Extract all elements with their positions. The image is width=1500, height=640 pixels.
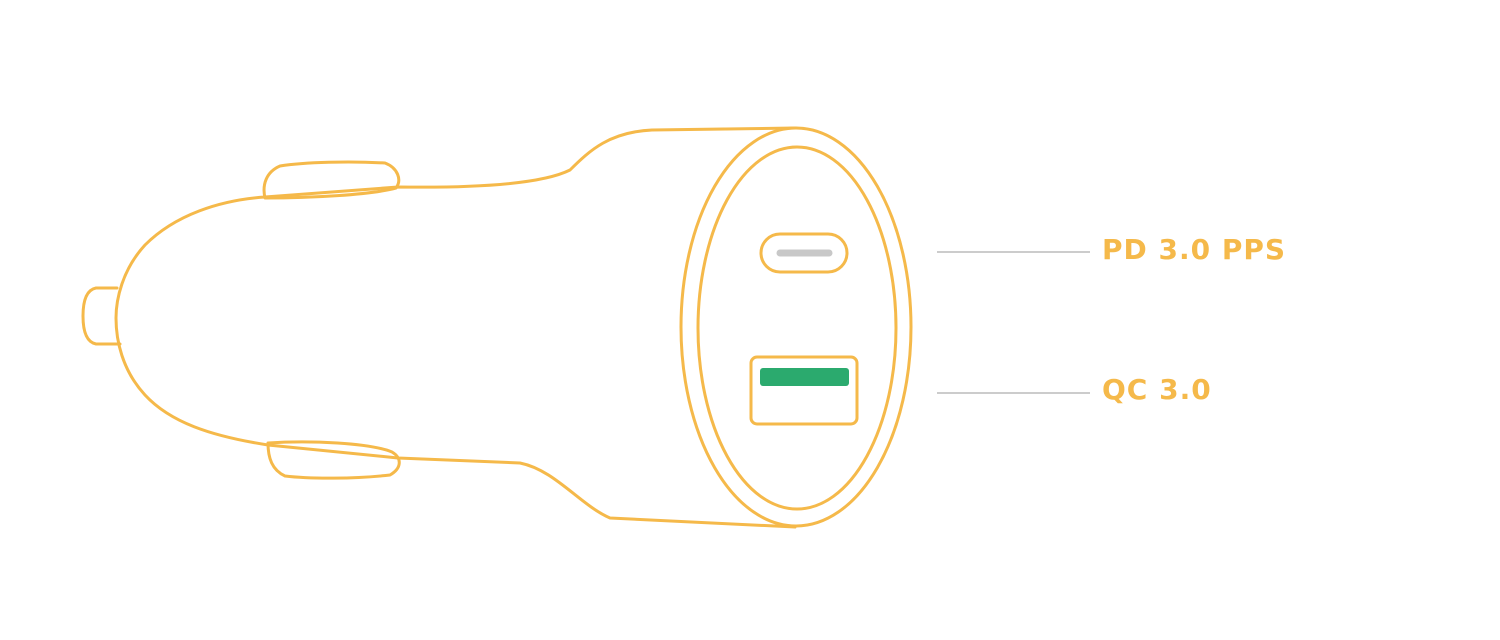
upper-latch-nub	[262, 160, 401, 200]
usb-a-port-icon	[760, 368, 849, 386]
usb-c-port-housing	[759, 232, 849, 274]
tip-contact	[81, 286, 122, 346]
charger-body-outline	[114, 126, 797, 529]
qc-port-label: QC 3.0	[1102, 373, 1212, 406]
car-charger-icon	[81, 126, 913, 529]
pd-port-label: PD 3.0 PPS	[1102, 233, 1287, 266]
usb-a-port-housing	[749, 355, 859, 426]
lower-latch-nub	[266, 440, 401, 480]
front-face-outer-ring	[679, 126, 913, 528]
front-face-inner-ring	[696, 145, 898, 511]
